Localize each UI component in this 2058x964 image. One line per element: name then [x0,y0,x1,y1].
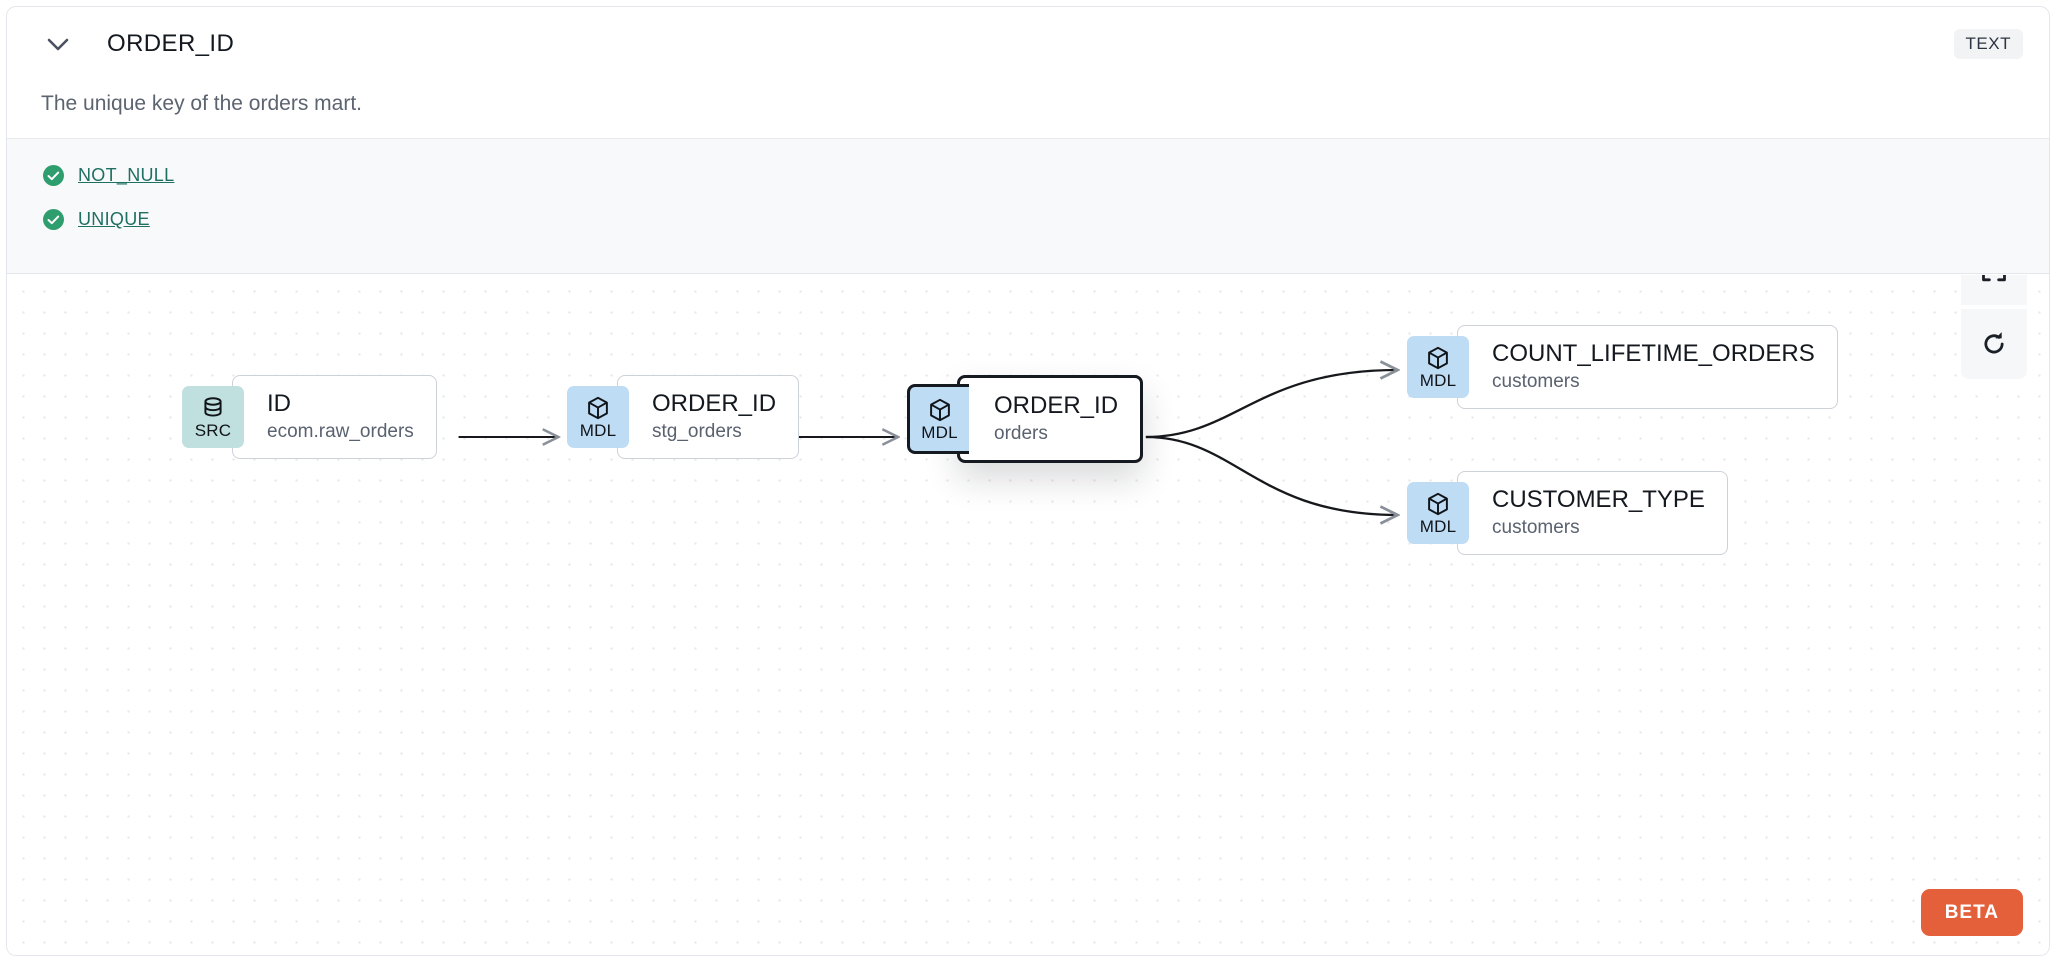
badge-label: MDL [1419,517,1457,537]
lineage-node-id[interactable]: SRC ID ecom.raw_orders [182,375,437,460]
cube-icon [929,398,950,422]
node-parent: orders [994,422,1048,444]
cube-icon [1428,492,1448,516]
node-name: CUSTOMER_TYPE [1492,486,1705,513]
test-link-not-null[interactable]: NOT_NULL [78,165,175,185]
check-circle-icon [43,209,64,230]
edge-orders-count [1145,370,1398,439]
fit-view-button[interactable] [1961,275,2027,305]
lineage-canvas[interactable]: SRC ID ecom.raw_orders MDL ORDER_ID stg_… [7,275,2049,955]
badge-label: MDL [1419,371,1457,391]
canvas-controls [1961,275,2027,379]
node-name: ORDER_ID [994,392,1119,419]
lineage-node-orders-order-id-selected[interactable]: MDL ORDER_ID orders [907,375,1144,464]
node-name: COUNT_LIFETIME_ORDERS [1492,340,1815,367]
test-row: NOT_NULL [43,165,174,186]
node-body: CUSTOMER_TYPE customers [1457,471,1728,556]
node-parent: stg_orders [652,420,742,442]
node-body: ID ecom.raw_orders [232,375,437,460]
chevron-down-icon[interactable] [45,36,71,52]
source-badge: SRC [182,386,244,449]
node-body: COUNT_LIFETIME_ORDERS customers [1457,325,1838,410]
node-body: ORDER_ID orders [957,375,1144,464]
data-type-badge: TEXT [1953,29,2023,59]
lineage-node-stg-order-id[interactable]: MDL ORDER_ID stg_orders [567,375,800,460]
column-detail-card: ORDER_ID TEXT The unique key of the orde… [6,6,2050,956]
fit-view-icon [1982,275,2006,282]
node-parent: customers [1492,516,1580,538]
model-badge: MDL [1407,482,1469,545]
node-parent: customers [1492,370,1580,392]
test-link-unique[interactable]: UNIQUE [78,209,150,229]
edge-orders-custtype [1145,435,1398,515]
node-name: ORDER_ID [652,390,777,417]
refresh-icon [1984,332,2004,354]
model-badge: MDL [1407,336,1469,399]
lineage-node-count-lifetime-orders[interactable]: MDL COUNT_LIFETIME_ORDERS customers [1407,325,1838,410]
cube-icon [1428,346,1448,370]
card-header: ORDER_ID TEXT The unique key of the orde… [7,7,2049,115]
check-circle-icon [43,165,64,186]
node-parent: ecom.raw_orders [267,420,414,442]
node-name: ID [267,390,291,417]
badge-label: MDL [921,423,958,443]
lineage-node-customer-type[interactable]: MDL CUSTOMER_TYPE customers [1407,471,1728,556]
page-title: ORDER_ID [107,30,235,57]
badge-label: MDL [579,421,617,441]
database-icon [204,397,222,417]
model-badge: MDL [907,384,969,455]
refresh-button[interactable] [1961,309,2027,379]
beta-badge[interactable]: BETA [1920,889,2023,936]
node-body: ORDER_ID stg_orders [617,375,800,460]
tests-section: NOT_NULL UNIQUE [7,138,2049,274]
model-badge: MDL [567,386,629,449]
cube-icon [588,396,608,420]
badge-label: SRC [194,421,232,441]
column-description: The unique key of the orders mart. [41,92,362,115]
test-row: UNIQUE [43,209,150,230]
